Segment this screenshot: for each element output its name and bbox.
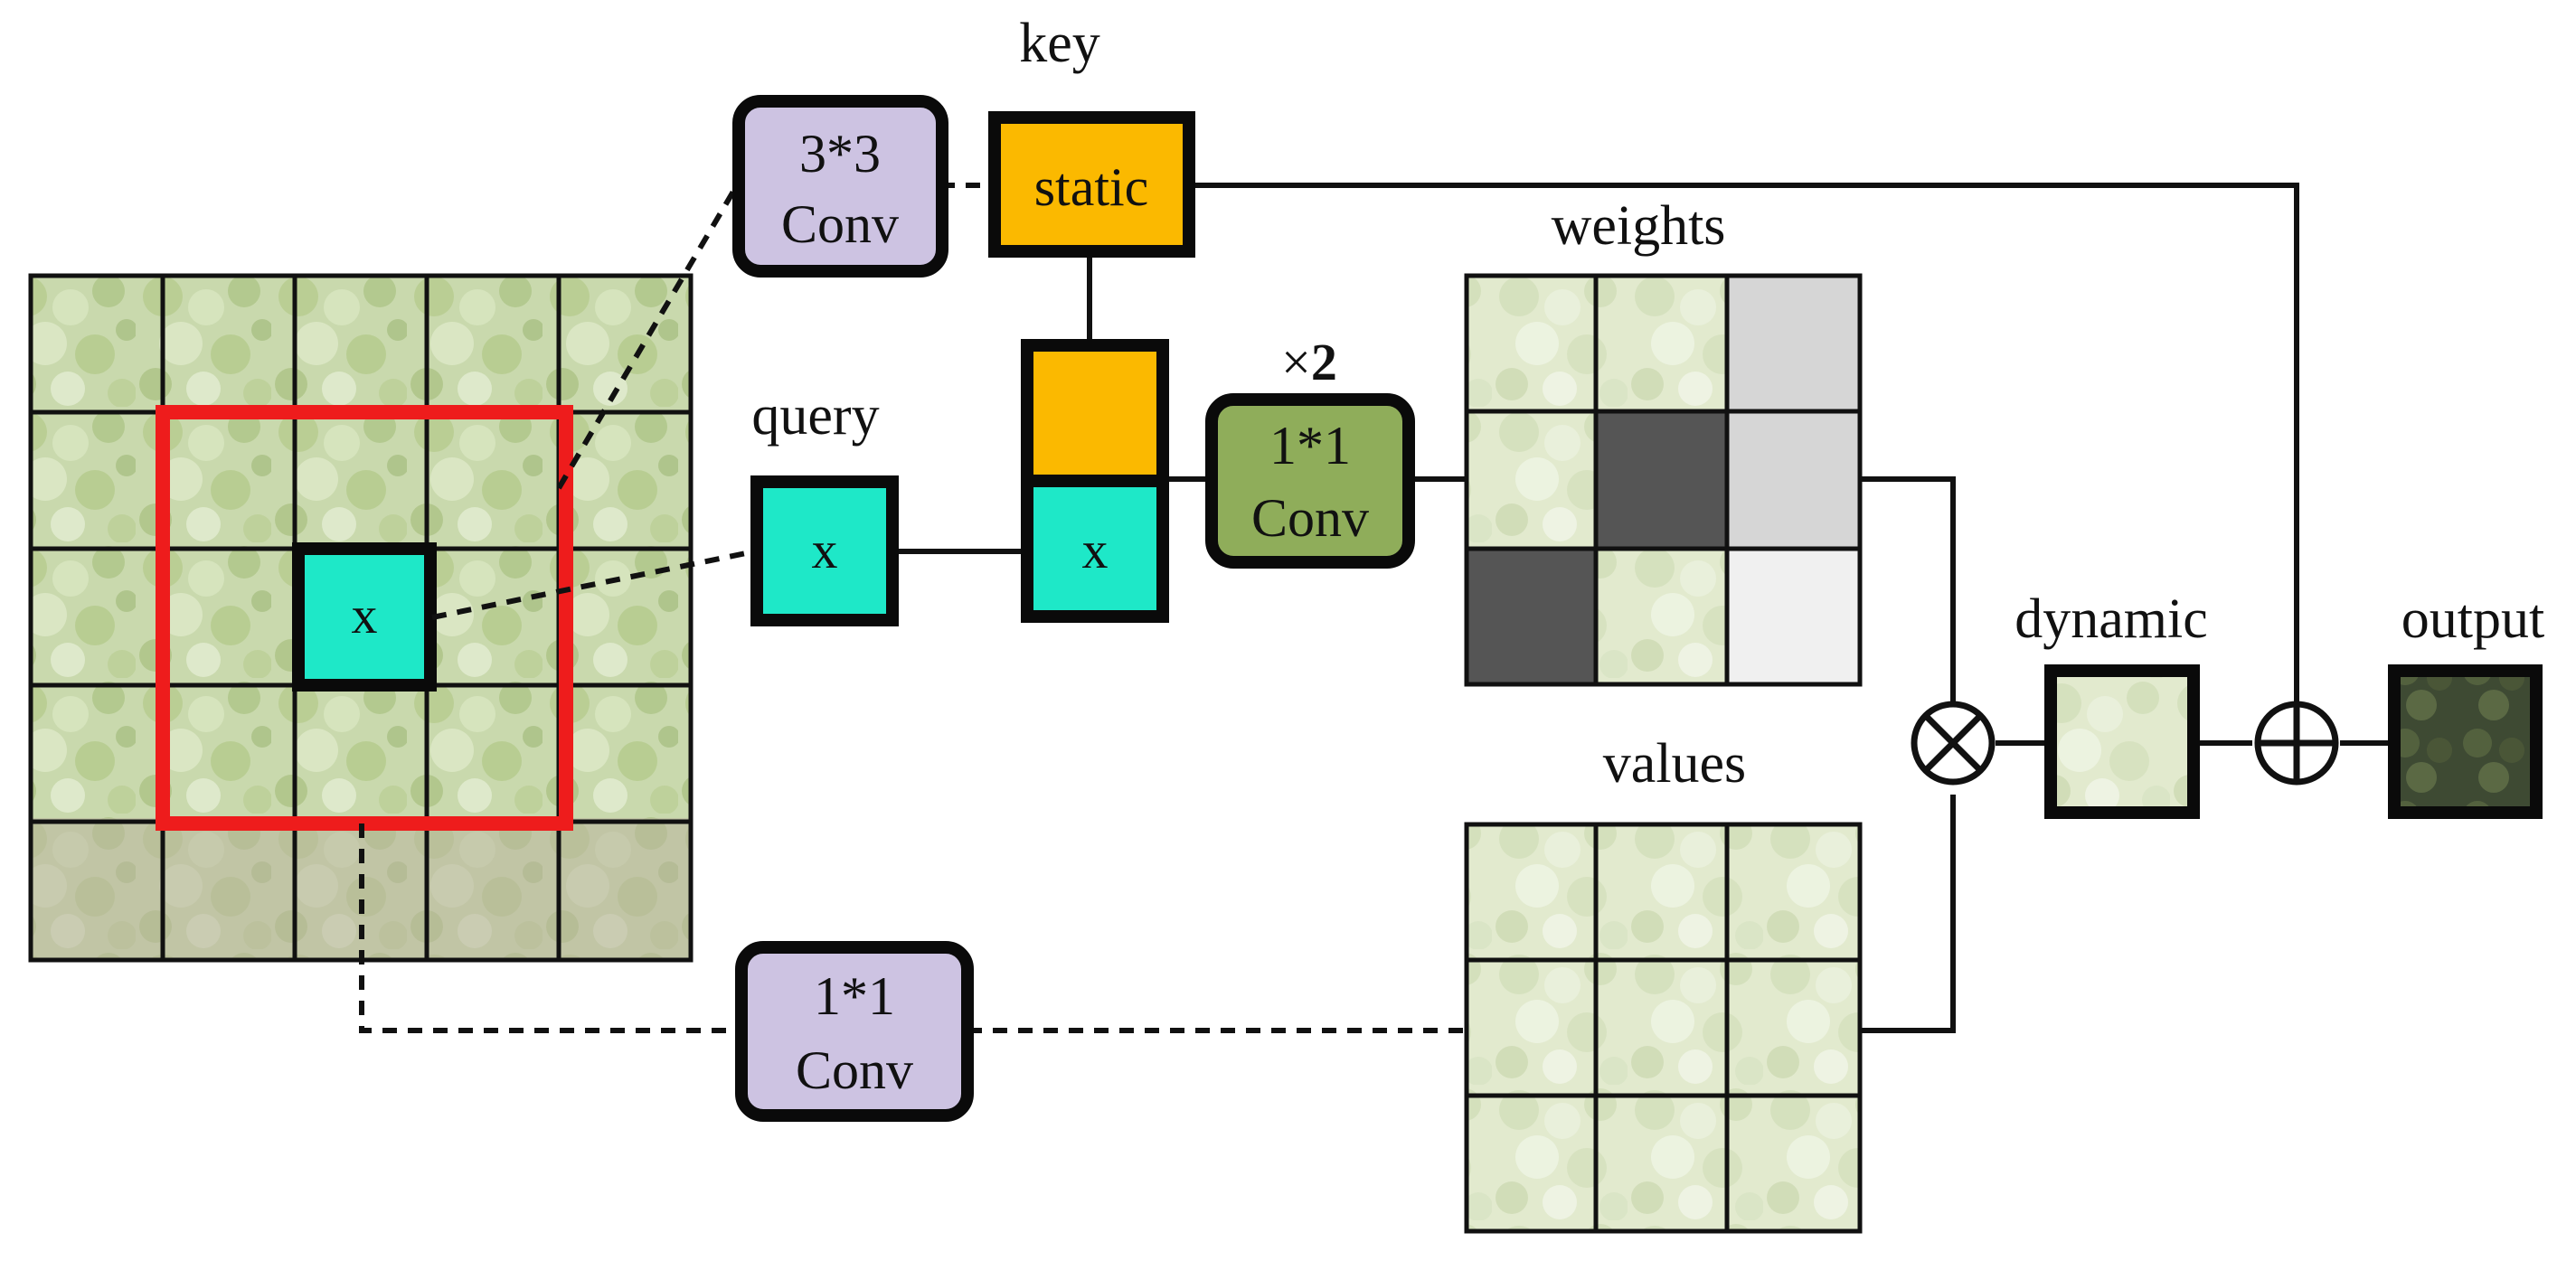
dynamic-block (2044, 664, 2200, 819)
values-grid (1464, 822, 1863, 1234)
weights-label: weights (1552, 195, 1726, 257)
query-label: query (751, 385, 879, 447)
key-label: key (1019, 13, 1100, 74)
query-x: x (812, 521, 838, 579)
query-block: x (750, 475, 899, 626)
conv3x3-line1: 3*3 (799, 124, 881, 184)
connectors (359, 183, 2394, 1033)
center-pixel (292, 542, 437, 692)
dynamic-label: dynamic (2015, 588, 2208, 650)
output-block (2388, 664, 2543, 819)
conv1x1-value-line1: 1*1 (814, 966, 895, 1026)
values-label: values (1603, 733, 1746, 795)
conv1x1-attention-line1: 1*1 (1269, 416, 1351, 475)
static-key-block: static (988, 111, 1195, 258)
times-two-label: ×2 (1281, 333, 1337, 391)
conv3x3-line2: Conv (781, 194, 899, 254)
multiply-operator-icon (1911, 701, 1996, 786)
output-label: output (2401, 588, 2544, 650)
conv1x1-attention-line2: Conv (1251, 488, 1369, 548)
input-feature-map: x (28, 273, 694, 963)
conv1x1-value-line2: Conv (796, 1040, 913, 1100)
concat-block: x (1021, 339, 1169, 623)
weights-grid (1464, 273, 1863, 687)
conv1x1-attention-block: 1*1 Conv (1205, 393, 1415, 569)
conv1x1-value-block: 1*1 Conv (735, 941, 974, 1122)
center-pixel-label: x (352, 586, 378, 645)
add-operator-icon (2254, 701, 2339, 786)
static-label: static (1034, 157, 1149, 217)
conv3x3-block: 3*3 Conv (732, 95, 948, 278)
concat-x: x (1082, 521, 1109, 579)
